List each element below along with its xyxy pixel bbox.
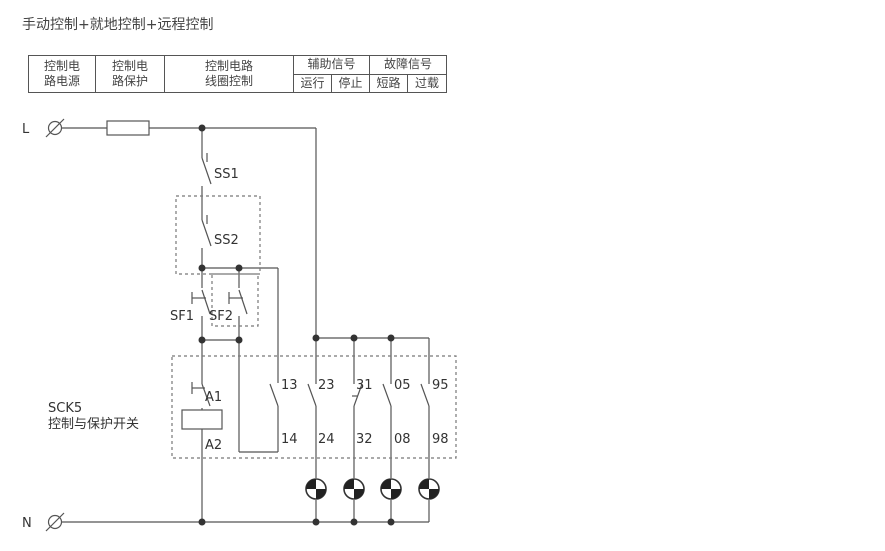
a1-label: A1 [205, 390, 222, 405]
terminal-top-95: 95 [432, 378, 449, 393]
terminal-bottom-14: 14 [281, 432, 298, 447]
terminal-bottom-24: 24 [318, 432, 335, 447]
sck5-device-box [171, 355, 457, 459]
a2-label: A2 [205, 438, 222, 453]
ss1-switch [201, 157, 212, 185]
fuse [106, 120, 150, 136]
neutral-terminal [47, 514, 63, 530]
header-run: 运行 [293, 73, 332, 93]
live-label: L [22, 122, 30, 137]
terminal-bottom-32: 32 [356, 432, 373, 447]
terminal-top-05: 05 [394, 378, 411, 393]
coil [181, 409, 223, 430]
terminal-top-13: 13 [281, 378, 298, 393]
sf1-label: SF1 [170, 309, 194, 324]
stop-indicator-lamp [343, 478, 365, 500]
device-name: SCK5 [48, 401, 82, 416]
overload-indicator-lamp [418, 478, 440, 500]
ss2-switch [201, 219, 212, 247]
short-circuit-indicator-lamp [380, 478, 402, 500]
contact-23-24 [307, 383, 317, 407]
ss2-label: SS2 [214, 233, 239, 248]
sf2-switch [238, 289, 248, 315]
terminal-top-31: 31 [356, 378, 373, 393]
header-short-circuit: 短路 [369, 73, 408, 93]
header-control-power: 控制电 路电源 [28, 55, 96, 93]
sf2-label: SF2 [209, 309, 233, 324]
contact-95-98 [420, 383, 430, 407]
header-stop: 停止 [331, 73, 370, 93]
header-control-protection: 控制电 路保护 [95, 55, 165, 93]
terminal-bottom-08: 08 [394, 432, 411, 447]
contact-13-14 [269, 383, 279, 407]
run-indicator-lamp [305, 478, 327, 500]
sf1-switch [201, 289, 211, 315]
diagram-title: 手动控制+就地控制+远程控制 [22, 17, 214, 33]
remote-control-box [211, 273, 259, 327]
terminal-top-23: 23 [318, 378, 335, 393]
contact-05-08 [382, 383, 392, 407]
header-aux-signal: 辅助信号 [293, 55, 370, 75]
live-terminal [47, 120, 63, 136]
header-overload: 过载 [407, 73, 447, 93]
device-description: 控制与保护开关 [48, 417, 139, 432]
neutral-label: N [22, 516, 32, 531]
ss1-label: SS1 [214, 167, 239, 182]
contact-31-32 [353, 383, 363, 407]
terminal-bottom-98: 98 [432, 432, 449, 447]
function-header-table: 控制电 路电源 控制电 路保护 控制电路 线圈控制 辅助信号 故障信号 运行 停… [28, 55, 447, 93]
